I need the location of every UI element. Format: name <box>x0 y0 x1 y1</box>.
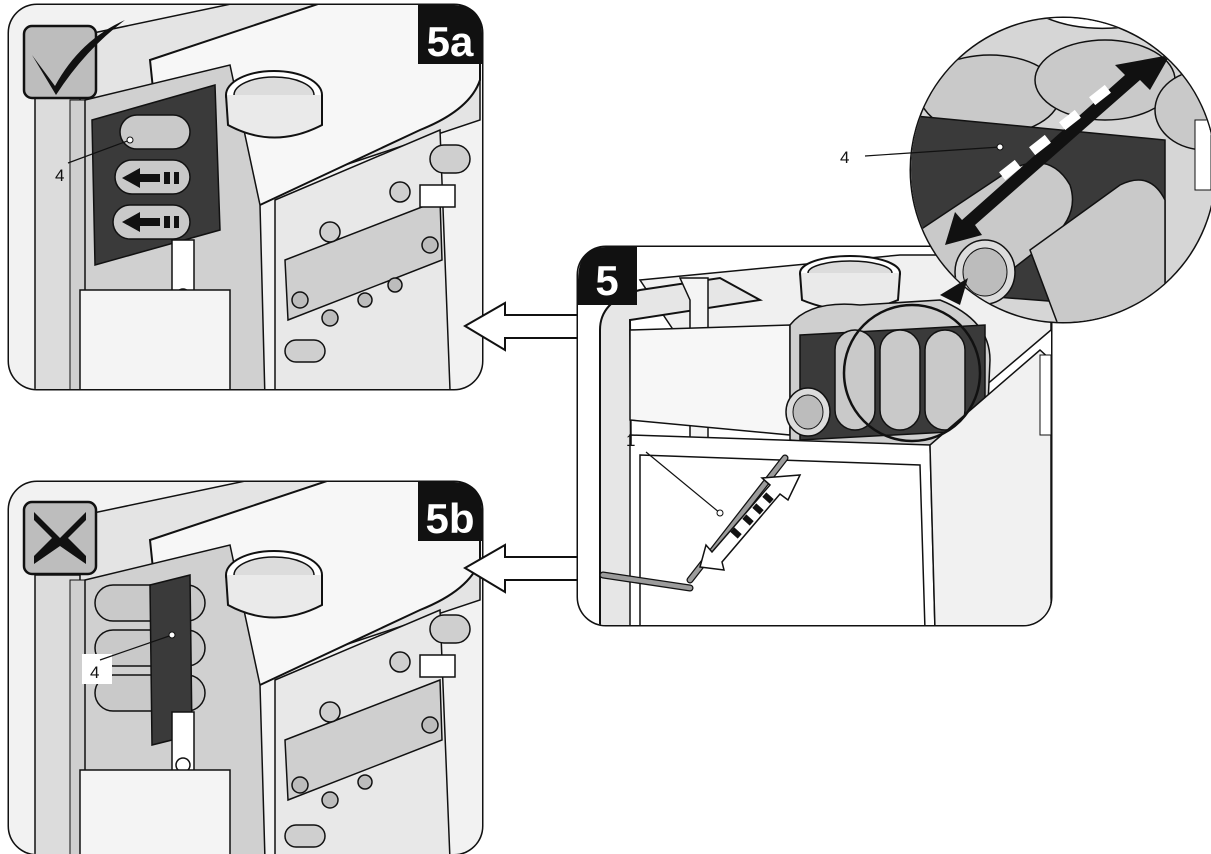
double-arrow-icon <box>945 55 1170 245</box>
zoom-detail: 4 <box>840 16 1211 324</box>
cross-icon <box>22 500 98 576</box>
callout-label-5a: 4 <box>55 166 64 185</box>
callout-leader-5 <box>645 451 721 514</box>
step-badge-5: 5 <box>578 247 637 305</box>
callout-leader-5a <box>67 139 131 164</box>
callout-label-zoom: 4 <box>840 148 849 167</box>
checkmark-icon <box>22 20 125 100</box>
step-badge-5b: 5b <box>418 482 482 542</box>
panel-5b: 5b 4 <box>7 480 484 854</box>
callout-leader-zoom <box>864 146 1001 157</box>
step-badge-5a: 5a <box>418 5 482 65</box>
double-arrow-icon <box>699 474 802 571</box>
callout-label-5b: 4 <box>90 663 99 682</box>
badge-label-5b: 5b <box>425 495 474 542</box>
panel-5a: 5a 4 <box>7 3 484 391</box>
callout-leader-5b <box>99 634 173 661</box>
callout-label-rod: 1 <box>626 431 635 450</box>
stove-illustration-5a <box>9 5 482 389</box>
stove-illustration-5 <box>578 247 1051 625</box>
zoom-indicator <box>842 303 982 443</box>
badge-label-5a: 5a <box>427 18 474 65</box>
panel-5: 5 1 <box>576 245 1053 627</box>
badge-label-5: 5 <box>595 257 618 304</box>
